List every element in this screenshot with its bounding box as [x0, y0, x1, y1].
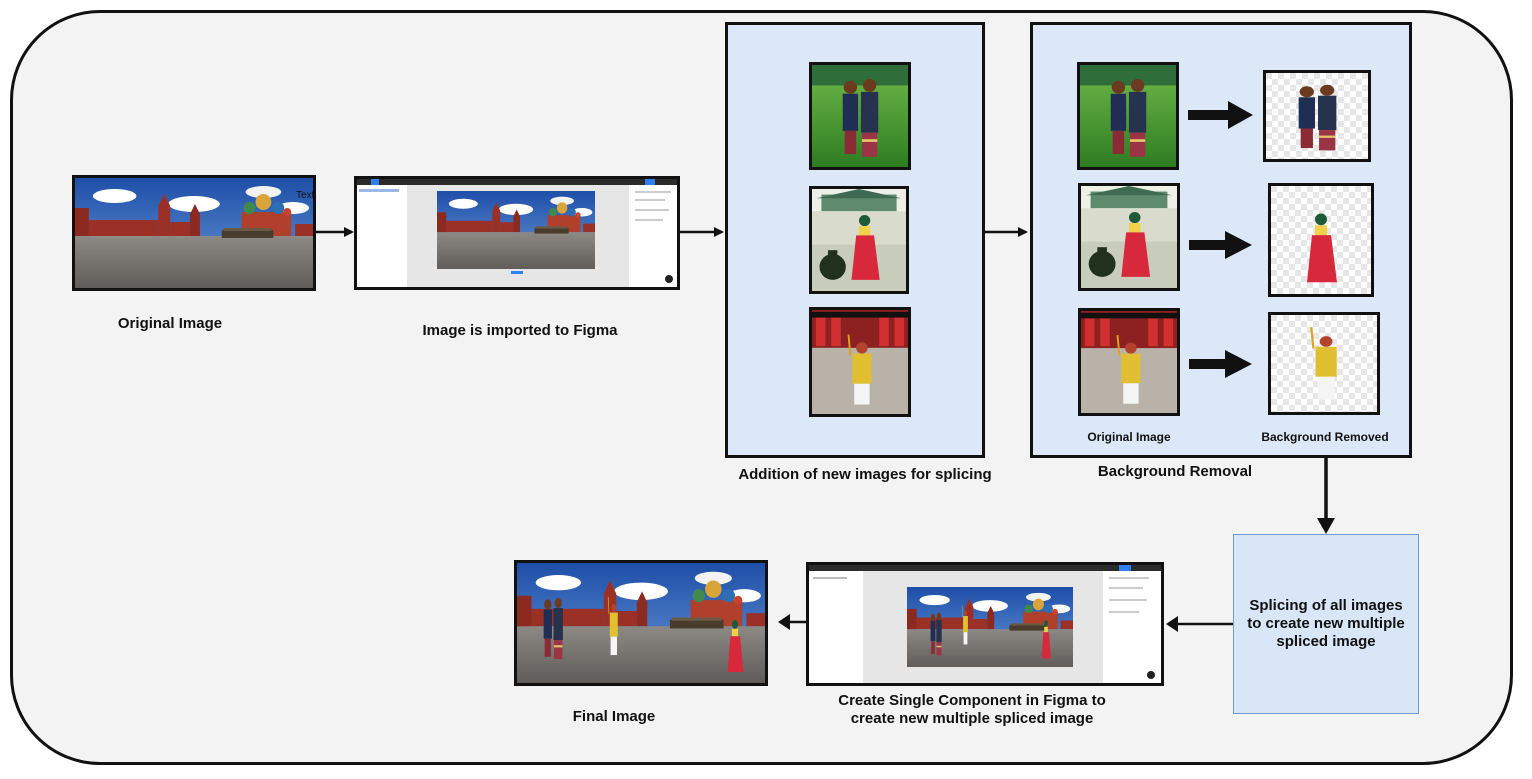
bg-original-couple — [1077, 62, 1179, 170]
figma-import-thumb — [354, 176, 680, 290]
original-image-thumb — [72, 175, 316, 291]
couple-image — [809, 62, 911, 170]
ceremony-image — [809, 307, 911, 417]
bg-removed-hanbok — [1268, 183, 1374, 297]
bg-removed-caption: Background Removed — [1261, 430, 1389, 444]
component-label: Create Single Component in Figma to crea… — [838, 692, 1106, 727]
splicing-text: Splicing of all images to create new mul… — [1247, 597, 1405, 650]
bg-removed-ceremony — [1268, 312, 1380, 415]
hanbok-image — [809, 186, 909, 294]
final-image-label: Final Image — [572, 708, 656, 725]
original-image-label: Original Image — [117, 315, 223, 332]
stray-text-label: Text — [296, 190, 315, 201]
final-image-thumb — [514, 560, 768, 686]
figma-component-thumb — [806, 562, 1164, 686]
bg-removed-couple — [1263, 70, 1371, 162]
splicing-box: Splicing of all images to create new mul… — [1233, 534, 1419, 714]
addition-label: Addition of new images for splicing — [738, 466, 992, 483]
bg-original-hanbok — [1078, 183, 1180, 291]
figma-import-label: Image is imported to Figma — [422, 322, 618, 339]
bg-original-caption: Original Image — [1087, 430, 1171, 444]
bg-original-ceremony — [1078, 308, 1180, 416]
bg-removal-label: Background Removal — [1097, 463, 1253, 480]
